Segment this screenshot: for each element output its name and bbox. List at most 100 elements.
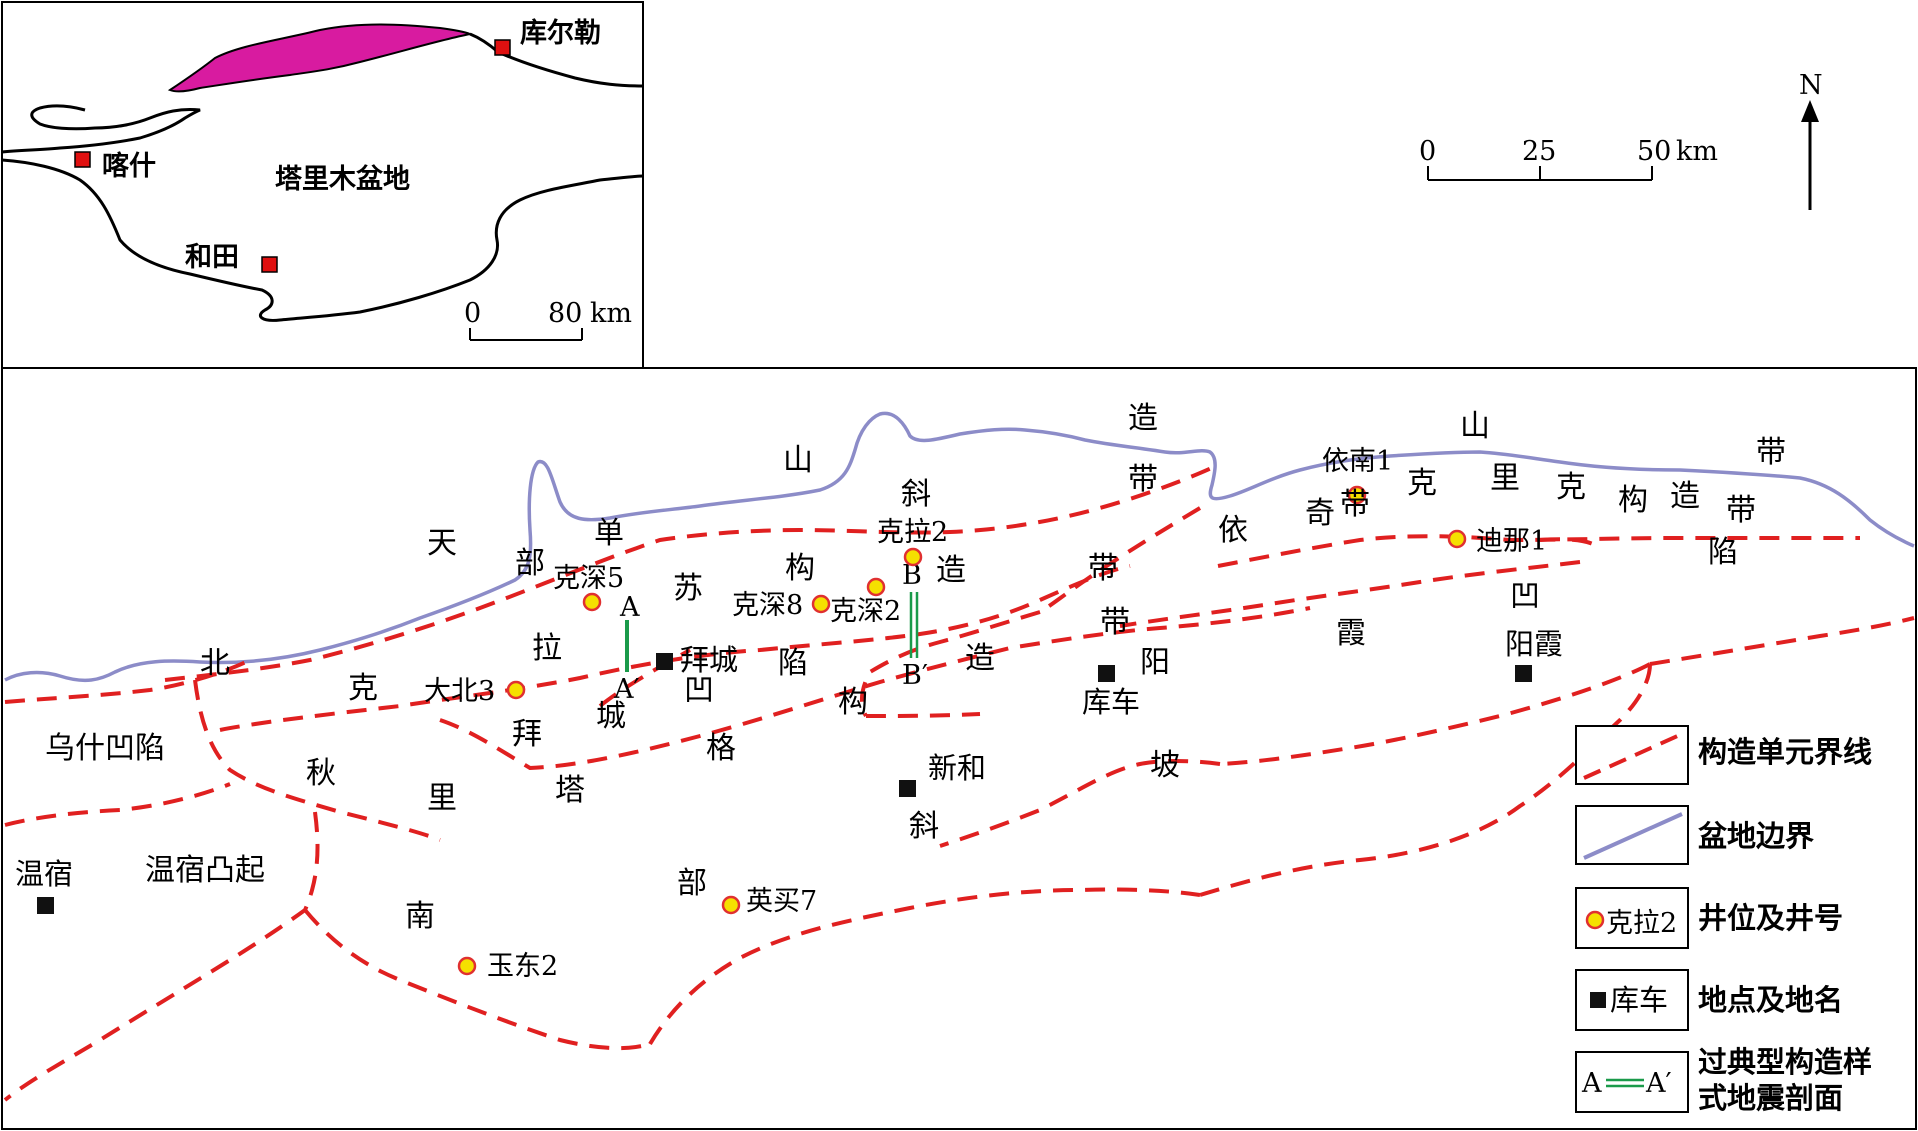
region-char: 带 (1100, 605, 1130, 640)
town-marker: 温宿 (15, 857, 73, 914)
well-marker: 克深8 (732, 590, 831, 621)
main-scale-zero: 0 (1419, 136, 1436, 167)
fault-line (1119, 560, 1581, 628)
well-label: 大北3 (424, 676, 495, 707)
fault-line (1219, 662, 1651, 766)
town-label: 温宿 (15, 857, 73, 891)
region-char: 部 (515, 546, 545, 581)
region-char: 构 (785, 551, 815, 586)
town-label: 阳霞 (1505, 627, 1563, 661)
main-scale-unit: km (1676, 136, 1718, 167)
region-char: 苏 (673, 571, 703, 606)
fault-line (1217, 534, 1860, 568)
well-label: 克深5 (553, 563, 624, 594)
region-char: 塔 (555, 773, 585, 808)
region-char: 斜 (909, 809, 939, 844)
fault-line (859, 610, 1041, 718)
region-char: 山 (783, 443, 813, 478)
main-scale-bar: 0 25 50 km (1419, 136, 1718, 181)
inset-scale-zero: 0 (464, 298, 481, 329)
fault-line (939, 759, 1221, 848)
region-char: 克 (348, 671, 378, 706)
region-char: 里 (1490, 461, 1520, 496)
well-marker: 克拉2 (877, 517, 948, 567)
town-marker: 拜城 (656, 643, 738, 677)
fault-line (598, 648, 691, 708)
region-char: 克 (1556, 470, 1586, 505)
inset-basin-name: 塔里木盆地 (275, 163, 410, 195)
inset-town-hotan-marker (261, 256, 278, 273)
town-label: 新和 (928, 751, 986, 785)
well-label: 英买7 (746, 886, 817, 917)
legend-basin: 盆地边界 (1575, 805, 1814, 865)
region-char: 南 (405, 899, 435, 934)
well-marker: 迪那1 (1447, 526, 1547, 557)
wells: 克拉2 克深5 克深8 克深2 大北3 依南1 迪那1 英买7 玉东2 (424, 446, 1547, 982)
fault-line (219, 564, 1131, 732)
region-char: 格 (706, 731, 736, 766)
inset-town-kashgar-marker (74, 151, 91, 168)
fault-line (439, 606, 1311, 771)
region-char: 坡 (1150, 748, 1180, 783)
town-marker: 阳霞 (1505, 627, 1563, 682)
well-marker: 玉东2 (457, 951, 558, 982)
region-char: 天 (427, 526, 457, 561)
well-label: 克拉2 (877, 517, 948, 548)
region-char: 陷 (778, 646, 808, 681)
town-label: 库车 (1082, 685, 1140, 719)
inset-basin-outline-top (469, 32, 644, 88)
legend-town-sample: 库车 (1610, 983, 1668, 1017)
region-char: 带 (1756, 435, 1786, 470)
well-marker: 大北3 (424, 676, 526, 707)
fault-line (303, 908, 651, 1051)
region-wushi: 乌什凹陷 (45, 731, 165, 766)
well-label: 迪那1 (1476, 526, 1547, 557)
main-map-frame (1, 367, 1917, 1130)
inset-basin-outline-left (1, 104, 201, 154)
region-char: 拜 (512, 717, 542, 752)
inset-town-kashgar-label: 喀什 (102, 151, 156, 182)
region-char: 带 (1128, 462, 1158, 497)
legend-well-label: 井位及井号 (1698, 901, 1843, 935)
region-char: 城 (596, 699, 626, 734)
region-char: 构 (838, 685, 868, 720)
basin-boundary-line (4, 411, 1915, 683)
region-char: 北 (200, 646, 230, 681)
inset-town-hotan-label: 和田 (185, 242, 239, 273)
fault-line (1199, 663, 1652, 897)
town-marker: 新和 (899, 751, 986, 797)
well-marker: 依南1 (1322, 446, 1393, 505)
legend: 构造单元界线 盆地边界 克拉2 井位及井号 库车 地点及地名 A A′ 过典型构… (1575, 725, 1872, 1115)
section-a-label: A (619, 592, 640, 623)
legend-section-a-prime: A′ (1645, 1068, 1672, 1099)
region-char: 山 (1460, 409, 1490, 444)
inset-town-korla-label: 库尔勒 (520, 18, 601, 49)
inset-basin-highlight (167, 23, 474, 93)
legend-well-sample: 克拉2 (1606, 908, 1677, 939)
town-marker: 库车 (1082, 665, 1140, 719)
region-char: 造 (1670, 479, 1700, 514)
region-char: 造 (936, 553, 966, 588)
legend-well: 克拉2 井位及井号 (1575, 887, 1843, 949)
inset-town-korla-marker (494, 39, 511, 56)
well-marker: 克深5 (553, 563, 624, 612)
region-char: 依 (1218, 513, 1248, 548)
fault-line (1649, 616, 1915, 666)
inset-map: 库尔勒 喀什 和田 塔里木盆地 0 80 km (1, 1, 644, 369)
region-char: 部 (677, 866, 707, 901)
fault-line (193, 679, 441, 842)
well-label: 玉东2 (487, 951, 558, 982)
region-char: 带 (1340, 487, 1370, 522)
inset-scale-bar: 0 80 km (464, 298, 632, 341)
section-a-prime-label: A′ (613, 674, 640, 705)
seismic-sections: A A′ B B′ (613, 560, 928, 705)
well-marker: 英买7 (721, 886, 817, 917)
region-char: 克 (1407, 466, 1437, 501)
legend-basin-label: 盆地边界 (1698, 819, 1814, 853)
well-label: 克深8 (732, 590, 803, 621)
legend-fault: 构造单元界线 (1575, 725, 1872, 785)
legend-section-label-2: 式地震剖面 (1698, 1081, 1843, 1115)
well-label: 克深2 (830, 596, 901, 627)
fault-line (4, 782, 231, 827)
